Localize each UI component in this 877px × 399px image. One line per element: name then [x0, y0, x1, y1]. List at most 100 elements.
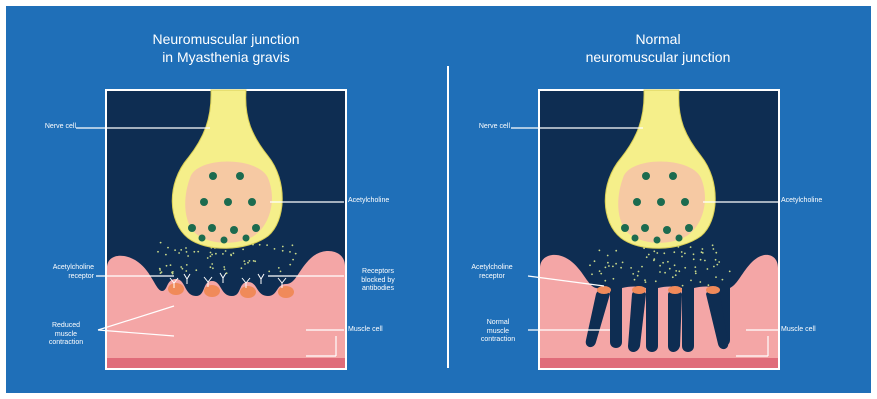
ach-molecule-dot [207, 257, 209, 259]
ach-molecule-dot [667, 261, 669, 263]
left-label-nerve-cell: Nerve cell [36, 123, 76, 132]
ach-molecule-dot [704, 260, 706, 262]
ach-molecule-dot [249, 260, 251, 262]
ach-molecule-dot [695, 273, 697, 275]
ach-molecule-dot [242, 249, 244, 251]
ach-molecule-dot [659, 265, 661, 267]
ach-molecule-dot [292, 244, 294, 246]
ach-molecule-dot [589, 264, 591, 266]
ach-molecule-dot [707, 268, 709, 270]
ach-molecule-dot [167, 247, 169, 249]
left-title-line1: Neuromuscular junction [96, 30, 356, 48]
ach-molecule-dot [684, 267, 686, 269]
ach-molecule-dot [211, 263, 213, 265]
ach-molecule-dot [605, 267, 607, 269]
ach-molecule-dot [594, 260, 596, 262]
ach-molecule-dot [243, 260, 245, 262]
ach-molecule-dot [268, 271, 270, 273]
ach-molecule-dot [653, 250, 655, 252]
ach-molecule-dot [282, 250, 284, 252]
right-muscle-stripe [540, 358, 778, 368]
right-label-muscle-cell: Muscle cell [781, 326, 841, 335]
right-label-ach-receptor-line2: receptor [458, 273, 526, 282]
left-label-receptors-blocked-line2: blocked by [348, 277, 408, 286]
ach-molecule-dot [648, 254, 650, 256]
ach-molecule-dot [282, 246, 284, 248]
right-junction-diagram [511, 90, 779, 369]
ach-molecule-dot [170, 264, 172, 266]
ach-molecule-dot [615, 250, 617, 252]
ach-molecule-dot [193, 251, 195, 253]
ach-molecule-dot [682, 285, 684, 287]
ach-molecule-dot [280, 271, 282, 273]
ach-molecule-dot [166, 265, 168, 267]
ach-molecule-dot [678, 270, 680, 272]
ach-molecule-dot [211, 254, 213, 256]
ach-molecule-dot [613, 278, 615, 280]
ach-molecule-dot [655, 280, 657, 282]
ach-molecule-dot [663, 252, 665, 254]
ach-molecule-dot [187, 255, 189, 257]
ach-molecule-dot [210, 255, 212, 257]
left-title-line2: in Myasthenia gravis [96, 48, 356, 66]
left-label-muscle-cell: Muscle cell [348, 326, 408, 335]
ach-molecule-dot [607, 255, 609, 257]
right-label-normal-line1: Normal [468, 319, 528, 328]
left-label-ach-receptor-line1: Acetylcholine [22, 264, 94, 273]
ach-molecule-dot [244, 263, 246, 265]
left-label-receptors-blocked: Receptors blocked by antibodies [348, 268, 408, 294]
right-title-line2: neuromuscular junction [528, 48, 788, 66]
ach-molecule-dot [289, 251, 291, 253]
ach-molecule-dot [681, 256, 683, 258]
ach-molecule-dot [253, 260, 255, 262]
ach-molecule-dot [233, 252, 235, 254]
ach-molecule-dot [230, 255, 232, 257]
ach-molecule-dot [653, 258, 655, 260]
ach-molecule-dot [715, 259, 717, 261]
ach-molecule-dot [195, 269, 197, 271]
ach-molecule-dot [715, 276, 717, 278]
ach-molecule-dot [225, 250, 227, 252]
ach-molecule-dot [674, 264, 676, 266]
ach-molecule-dot [599, 270, 601, 272]
ach-molecule-dot [632, 273, 634, 275]
ach-molecule-dot [729, 271, 731, 273]
left-label-reduced-contraction: Reduced muscle contraction [36, 322, 96, 348]
right-label-ach-receptor: Acetylcholine receptor [458, 264, 526, 281]
ach-molecule-dot [612, 266, 614, 268]
ach-molecule-dot [210, 266, 212, 268]
ach-molecule-dot [608, 265, 610, 267]
ach-molecule-dot [165, 254, 167, 256]
ach-molecule-dot [615, 263, 617, 265]
left-junction-diagram [76, 90, 346, 369]
ach-molecule-dot [645, 281, 647, 283]
ach-molecule-dot [224, 269, 226, 271]
ach-molecule-dot [641, 266, 643, 268]
ach-molecule-dot [644, 279, 646, 281]
ach-molecule-dot [712, 244, 714, 246]
ach-molecule-dot [693, 258, 695, 260]
ach-molecule-dot [259, 244, 261, 246]
ach-molecule-dot [157, 251, 159, 253]
ach-molecule-dot [182, 268, 184, 270]
ach-molecule-dot [664, 272, 666, 274]
ach-molecule-dot [672, 276, 674, 278]
left-label-receptors-blocked-line3: antibodies [348, 285, 408, 294]
ach-molecule-dot [702, 252, 704, 254]
ach-molecule-dot [222, 253, 224, 255]
ach-molecule-dot [186, 251, 188, 253]
left-muscle-stripe [107, 358, 345, 368]
ach-molecule-dot [681, 251, 683, 253]
ach-molecule-dot [160, 272, 162, 274]
ach-molecule-dot [675, 274, 677, 276]
ach-molecule-dot [662, 262, 664, 264]
ach-molecule-dot [694, 266, 696, 268]
ach-molecule-dot [715, 252, 717, 254]
right-label-normal-line3: contraction [468, 336, 528, 345]
ach-molecule-dot [185, 270, 187, 272]
right-label-nerve-cell: Nerve cell [468, 123, 510, 132]
left-label-acetylcholine: Acetylcholine [348, 197, 408, 206]
ach-molecule-dot [622, 262, 624, 264]
left-label-reduced-line3: contraction [36, 339, 96, 348]
ach-molecule-dot [215, 253, 217, 255]
